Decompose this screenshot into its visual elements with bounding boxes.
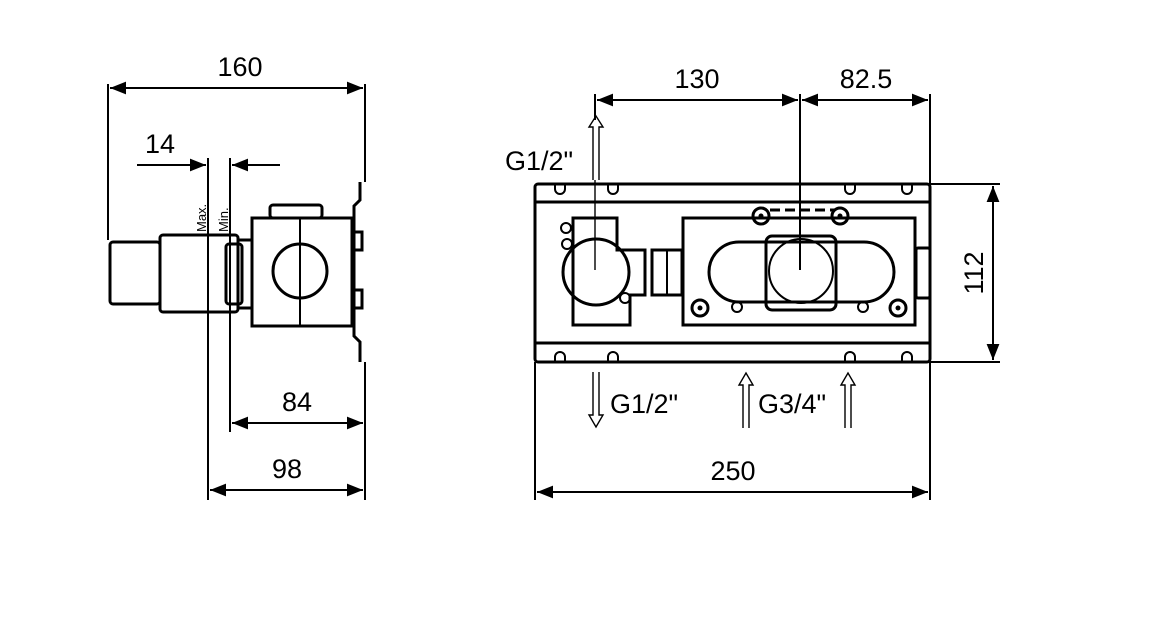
thermostat-circle — [768, 238, 834, 304]
top-outlet-label: G1/2" — [505, 146, 573, 176]
rosette-ring — [224, 242, 244, 306]
flow-arrow-down-icon — [587, 372, 605, 429]
min-label: Min. — [216, 207, 231, 232]
mounting-slots — [554, 185, 913, 361]
dimension-adjustment: 14 — [145, 129, 175, 159]
diverter-circle — [561, 237, 631, 307]
mounting-plate — [533, 182, 932, 364]
collar — [236, 238, 254, 310]
side-view: 160 14 Max. Min. 84 98 — [107, 52, 366, 500]
clip — [350, 230, 364, 252]
dimension-min-depth: 84 — [282, 387, 312, 417]
screw-icon — [560, 222, 572, 234]
dimension-spacing-130: 130 — [674, 64, 719, 94]
handle — [108, 240, 162, 306]
inlet-label: G3/4" — [758, 389, 826, 419]
clip — [350, 288, 364, 310]
side-plug — [914, 246, 932, 300]
thermostat-seal — [707, 240, 896, 304]
front-view: 130 82.5 112 250 G1/2" — [505, 64, 1000, 500]
diverter-body — [571, 216, 647, 327]
dimension-max-depth: 98 — [272, 454, 302, 484]
screw-icon — [561, 238, 573, 250]
max-label: Max. — [194, 204, 209, 232]
outlet-circle — [271, 242, 329, 300]
flow-arrow-up-icon — [737, 371, 755, 428]
dimension-overall-depth: 160 — [217, 52, 262, 82]
screws — [690, 206, 908, 318]
dimension-width: 250 — [710, 456, 755, 486]
bottom-outlet-label: G1/2" — [610, 389, 678, 419]
mounting-plate — [352, 182, 362, 362]
flow-arrow-up-icon — [587, 114, 605, 180]
screw-icon — [619, 292, 631, 304]
dimension-spacing-82-5: 82.5 — [840, 64, 893, 94]
dimension-height: 112 — [959, 251, 989, 294]
flow-arrow-up-icon — [839, 371, 857, 428]
valve-body — [250, 216, 354, 328]
top-fitting — [268, 203, 324, 220]
thermostat-square — [764, 234, 838, 312]
